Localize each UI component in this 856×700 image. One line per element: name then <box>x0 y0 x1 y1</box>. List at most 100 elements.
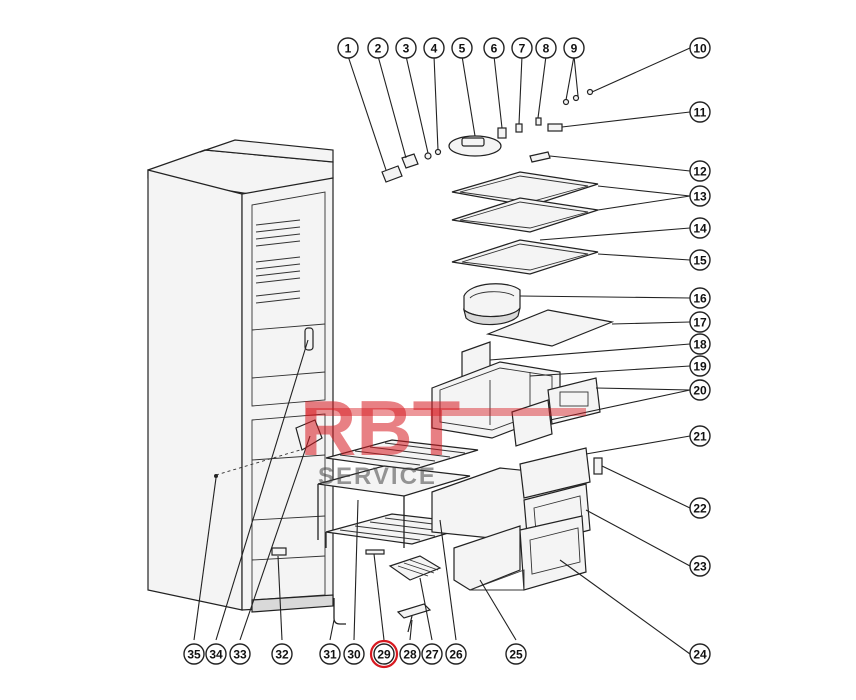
callout-3: 3 <box>395 37 417 59</box>
callout-number: 26 <box>449 648 463 662</box>
callout-24: 24 <box>689 643 711 665</box>
callout-circle <box>505 643 527 665</box>
callout-circle <box>689 379 711 401</box>
shelf-13-upper <box>451 171 599 207</box>
callout-circle <box>689 643 711 665</box>
drawer-24-front <box>519 515 587 591</box>
callout-circle <box>689 355 711 377</box>
callout-9: 9 <box>563 37 585 59</box>
callout-22: 22 <box>689 497 711 519</box>
callout-20: 20 <box>689 379 711 401</box>
callout-number: 5 <box>459 42 466 56</box>
callout-circle <box>689 497 711 519</box>
callout-circle <box>511 37 533 59</box>
callout-28: 28 <box>399 643 421 665</box>
callout-circle <box>689 425 711 447</box>
part-4-screw <box>434 148 442 156</box>
callout-circle <box>271 643 293 665</box>
callout-35: 35 <box>183 643 205 665</box>
callout-circle <box>689 333 711 355</box>
callout-number: 32 <box>275 648 289 662</box>
callout-number: 11 <box>694 106 707 120</box>
callout-number: 9 <box>571 42 578 56</box>
part-29-clip <box>365 549 385 555</box>
callout-31: 31 <box>319 643 341 665</box>
callout-23: 23 <box>689 555 711 577</box>
callout-circle <box>367 37 389 59</box>
callout-number: 24 <box>693 648 707 662</box>
leader-lines <box>193 47 691 655</box>
callout-15: 15 <box>689 249 711 271</box>
callout-number: 29 <box>377 648 391 662</box>
callout-number: 35 <box>187 648 201 662</box>
callout-33: 33 <box>229 643 251 665</box>
callout-circle <box>689 217 711 239</box>
callout-7: 7 <box>511 37 533 59</box>
part-5-housing-top <box>461 137 485 147</box>
lamp-cover <box>295 419 323 451</box>
wire-shelf-middle <box>317 465 471 497</box>
callout-number: 8 <box>543 42 550 56</box>
freezer-drawers <box>431 447 603 591</box>
watermark: RBT SERVICE <box>300 384 586 490</box>
refrigerator-cabinet <box>147 139 334 613</box>
callout-circle <box>689 287 711 309</box>
callout-19: 19 <box>689 355 711 377</box>
callout-number: 25 <box>509 648 523 662</box>
part-27-ice-tray <box>388 555 442 581</box>
callout-circle <box>535 37 557 59</box>
callout-number: 16 <box>693 292 707 306</box>
callout-circle <box>445 643 467 665</box>
part-3-screw <box>424 152 432 160</box>
part-31-hinge-pin <box>333 598 346 625</box>
part-12-cover <box>529 151 551 163</box>
callout-number: 33 <box>233 648 247 662</box>
callout-circle <box>563 37 585 59</box>
callout-number: 10 <box>693 42 707 56</box>
callout-circle <box>205 643 227 665</box>
callout-number: 3 <box>403 42 410 56</box>
watermark-brand: RBT <box>300 384 460 472</box>
callout-circle <box>373 643 395 665</box>
callout-circle <box>421 643 443 665</box>
callout-number: 12 <box>693 165 707 179</box>
callout-circle <box>689 37 711 59</box>
callout-32: 32 <box>271 643 293 665</box>
drawer-25-bin <box>453 525 521 591</box>
callout-circle <box>689 160 711 182</box>
part-7-lamp <box>515 123 523 133</box>
shelf-17 <box>485 309 615 347</box>
callout-number: 34 <box>209 648 223 662</box>
callout-10: 10 <box>689 37 711 59</box>
callout-4: 4 <box>423 37 445 59</box>
callout-34: 34 <box>205 643 227 665</box>
part-20-front-left <box>511 399 553 447</box>
cabinet-top-cover <box>199 139 334 163</box>
callout-27: 27 <box>421 643 443 665</box>
callout-number: 6 <box>491 42 498 56</box>
callout-17: 17 <box>689 311 711 333</box>
callout-number: 14 <box>693 222 707 236</box>
callout-30: 30 <box>343 643 365 665</box>
callout-14: 14 <box>689 217 711 239</box>
callout-circle <box>229 643 251 665</box>
callout-13: 13 <box>689 185 711 207</box>
callout-number: 23 <box>693 560 707 574</box>
callout-circle <box>395 37 417 59</box>
callout-number: 27 <box>425 648 439 662</box>
crisper-assembly <box>431 341 601 447</box>
callout-circle <box>689 555 711 577</box>
callout-5: 5 <box>451 37 473 59</box>
watermark-service: SERVICE <box>318 463 437 490</box>
callout-8: 8 <box>535 37 557 59</box>
callout-16: 16 <box>689 287 711 309</box>
part-9-pin-a <box>562 98 570 106</box>
callout-number: 13 <box>693 190 707 204</box>
drawer-21-front <box>519 447 591 499</box>
cabinet-rear-grille <box>255 219 301 304</box>
callout-26: 26 <box>445 643 467 665</box>
callout-6: 6 <box>483 37 505 59</box>
callout-circle <box>689 185 711 207</box>
callout-circle <box>423 37 445 59</box>
